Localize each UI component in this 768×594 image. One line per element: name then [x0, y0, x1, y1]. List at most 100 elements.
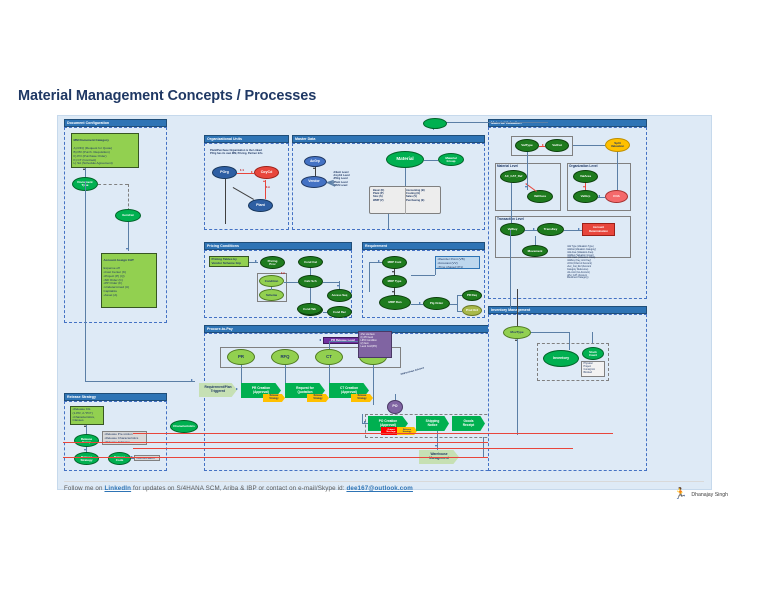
panel-material-valuation: Material Valuation ValType ValCat Split … [488, 119, 647, 299]
stock-types-box: Physical Project Consignmt Blocked [581, 361, 605, 377]
edge-movtype-up [517, 289, 518, 326]
linkedin-link[interactable]: LinkedIn [104, 485, 132, 492]
node-release-group[interactable]: Release Group [74, 434, 99, 447]
material-views-right: Accounting (B) Costing (G) Sales (V) Pur… [406, 189, 425, 202]
node-prod-ord[interactable]: Prod Ord [462, 305, 482, 316]
node-condition[interactable]: Condition [259, 275, 284, 287]
label-transaction-level: Transaction Level [497, 217, 524, 221]
node-link-bridge[interactable] [423, 118, 447, 129]
node-mrp-run[interactable]: MRP Run [379, 295, 411, 310]
node-access-seq[interactable]: Access Seq [327, 289, 352, 302]
edge-itemcat-v [128, 184, 129, 216]
node-doc-ct[interactable]: CT [315, 349, 343, 365]
pricing-note-box: Pricing Tables by Vendor Scheme Grp [209, 256, 249, 267]
badge-release-strategy-1[interactable]: Release Strategy [263, 394, 285, 402]
node-movement[interactable]: Movement [522, 245, 548, 257]
node-itemcat[interactable]: ItemCat [115, 209, 141, 222]
edge-note-to-group [86, 425, 87, 434]
node-pr-req[interactable]: PR Req [462, 290, 482, 301]
node-pricing-proc[interactable]: Pricing Proc [260, 256, 285, 269]
arrowhead-acctassign-down [126, 248, 129, 250]
node-valarea[interactable]: ValArea [573, 170, 598, 183]
email-link[interactable]: dee167@outlook.com [346, 485, 413, 492]
node-schema[interactable]: Schema [259, 289, 284, 301]
node-transkey[interactable]: TransKey [537, 223, 564, 236]
node-cond-rec[interactable]: Cond Rec [327, 306, 352, 318]
badge-output-message[interactable]: Output Message [381, 427, 401, 435]
node-vendor[interactable]: Vendor [301, 176, 327, 188]
panel-title-organizational-units: Organizational Units [204, 135, 289, 143]
node-valkey[interactable]: ValKey [500, 223, 525, 236]
node-release-code[interactable]: Release Code [108, 452, 131, 465]
arrowhead-mrpcont-right [378, 260, 380, 263]
edge-gr-to-warehouse [437, 431, 438, 450]
node-material[interactable]: Material [386, 151, 424, 168]
arrowhead-coycd-right [251, 170, 253, 173]
panel-body-release-strategy: •Release CG (1-PR, 2-"PO") •Characterist… [64, 401, 167, 471]
node-account-determination[interactable]: Account Determination [582, 223, 615, 236]
node-doc-rfq[interactable]: RFQ [271, 349, 299, 365]
node-valtype[interactable]: ValType [515, 139, 539, 152]
node-valgrp[interactable]: ValGrp [573, 190, 598, 203]
step-goods-receipt[interactable]: Goods Receipt [452, 416, 485, 431]
footer-pre: Follow me on [64, 485, 105, 492]
label-organization-level: Organization Level [569, 164, 598, 168]
panel-body-organizational-units: Plant/Purchase Organization is the Linke… [204, 143, 289, 230]
node-porg[interactable]: POrg [212, 166, 237, 179]
edge-valcat-split [573, 145, 605, 146]
section-material-level: Material Level [495, 163, 561, 211]
panel-body-requirement: MRP Cont MRP Type MRP Run •Reorder Point… [362, 250, 485, 318]
node-inventory[interactable]: Inventory [543, 350, 579, 367]
node-material-group[interactable]: Material Group [438, 153, 464, 166]
release-detail-box: •Release Pre-Listion •Release Characteri… [102, 431, 147, 445]
node-mrp-type[interactable]: MRP Type [382, 275, 407, 288]
edge-note-pricingproc [249, 262, 258, 263]
edge-vendor-acgrp [315, 167, 316, 176]
node-valclass[interactable]: ValClass [527, 190, 553, 203]
node-cond-cat[interactable]: Cond Cat [298, 256, 323, 268]
node-plant[interactable]: Plant [248, 199, 273, 212]
step-requirement-trigger[interactable]: Requirement/Plan Triggered [199, 383, 237, 397]
inventory-group-box [537, 343, 609, 381]
arrowhead-strategy-down [84, 449, 87, 451]
edge-condition-calcsch [284, 281, 298, 283]
account-assign-cat-heading: Account Assign CAT [103, 257, 134, 262]
node-movtype[interactable]: MovType [503, 326, 531, 339]
arrowhead-valcat-right [542, 143, 544, 146]
note-subcontract: PR/Purchase Advance [400, 367, 425, 376]
node-coa[interactable]: COA [605, 190, 628, 203]
arrowhead-valgrp-down [583, 186, 586, 188]
node-acgrp[interactable]: AcGrp [304, 156, 326, 167]
node-calc-sch[interactable]: Calc Sch [298, 275, 323, 288]
panel-title-material-valuation: Material Valuation [488, 119, 647, 127]
node-po-circle[interactable]: PO [387, 400, 403, 414]
node-release-strategy[interactable]: Release Strategy [74, 452, 99, 465]
badge-release-strategy-4[interactable]: Release Strategy [397, 427, 417, 435]
node-cond-tab[interactable]: Cond Tab [297, 303, 322, 315]
signature-block: 🏃 Dhanajay Singh [674, 489, 728, 500]
node-valcat[interactable]: ValCat [545, 139, 569, 152]
edge-valtype-down [527, 152, 528, 190]
node-plg-order[interactable]: Plg Order [423, 297, 450, 310]
panel-pricing-conditions: Pricing Conditions Pricing Tables by Ven… [204, 242, 352, 318]
edge-material-views-out [388, 214, 389, 229]
node-doc-pr[interactable]: PR [227, 349, 255, 365]
edge-inventory-up [569, 332, 570, 350]
arrowhead-warehouse-down [435, 445, 438, 447]
node-split-valuation[interactable]: Split Valuation [605, 138, 630, 152]
node-characteristics[interactable]: Characteristics [170, 420, 198, 433]
section-organization-level: Organization Level [567, 163, 631, 211]
step-shipping-notice[interactable]: Shipping Notice [416, 416, 449, 431]
node-coycd[interactable]: CoyCd [254, 166, 279, 179]
edge-valclass-transaction [511, 183, 512, 223]
node-mrp-cont[interactable]: MRP Cont [382, 256, 407, 269]
condition-group-box [257, 273, 287, 302]
person-running-icon: 🏃 [673, 488, 688, 500]
edge-transkey-acctdet [564, 229, 582, 231]
badge-release-strategy-2[interactable]: Release Strategy [307, 394, 329, 402]
badge-release-strategy-3[interactable]: Release Strategy [351, 394, 373, 402]
panel-organizational-units: Organizational Units Plant/Purchase Orga… [204, 135, 289, 230]
node-stock-count[interactable]: Stock Count [582, 347, 604, 360]
org-units-note: Plant/Purchase Organization is the Linke… [210, 149, 263, 156]
node-acc-cat-ref[interactable]: AC_CAT_Ref [500, 170, 527, 183]
